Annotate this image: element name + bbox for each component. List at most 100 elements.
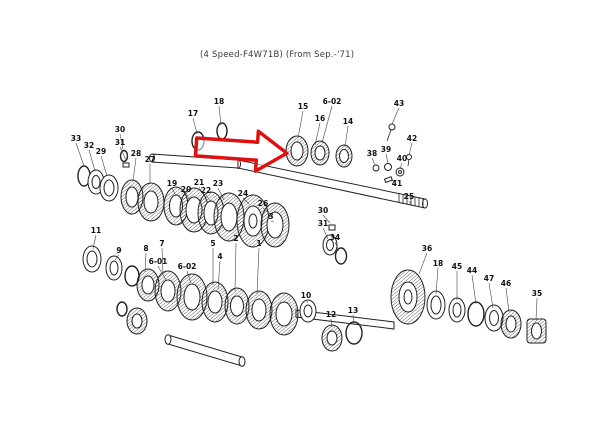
part-number-17: 17 [188, 109, 198, 118]
label-leader-line [390, 179, 398, 182]
label-leader-line [119, 146, 127, 161]
label-leader-line [418, 252, 428, 275]
synchro-ring-gears [285, 135, 353, 168]
label-leader-line [505, 287, 510, 313]
part-number-2: 2 [233, 234, 238, 243]
part-number-44: 44 [467, 266, 477, 275]
part-number-43: 43 [394, 99, 404, 108]
label-leader-line [92, 234, 97, 250]
part-number-28: 28 [131, 149, 141, 158]
part-number-11: 11 [91, 226, 101, 235]
label-leader-line [385, 153, 389, 164]
part-number-21: 21 [194, 178, 204, 187]
part-number-45: 45 [452, 262, 462, 271]
label-leader-line [185, 193, 191, 201]
right-gear-and-rings [390, 269, 522, 339]
label-leader-line [192, 117, 198, 135]
highlight-arrow [193, 129, 289, 173]
part-number-20: 20 [181, 185, 191, 194]
part-number-1: 1 [256, 239, 261, 248]
label-leader-line [218, 105, 222, 126]
label-leader-line [352, 314, 355, 325]
upper-gear-cluster [120, 179, 290, 248]
part-number-25: 25 [404, 192, 414, 201]
label-leader-line [408, 142, 413, 156]
idler-gear-and-rod [116, 301, 246, 367]
label-leader-line [186, 270, 192, 284]
label-leader-line [334, 241, 340, 252]
part-number-12: 12 [326, 310, 336, 319]
label-leader-line [217, 187, 225, 201]
label-leader-line [242, 197, 250, 205]
label-leader-line [344, 125, 349, 148]
label-leader-line [171, 187, 177, 197]
label-leader-line [234, 242, 237, 292]
label-leader-line [88, 149, 96, 172]
part-number-33: 33 [71, 134, 81, 143]
part-number-32: 32 [84, 141, 94, 150]
part-number-16: 16 [315, 114, 325, 123]
label-leader-line [321, 105, 333, 144]
part-number-47: 47 [484, 274, 494, 283]
label-leader-line [297, 110, 304, 139]
label-leader-line [399, 162, 403, 170]
label-leader-line [198, 186, 206, 198]
part-number-29: 29 [96, 147, 106, 156]
part-number-41: 41 [392, 179, 402, 188]
part-number-35: 35 [532, 289, 542, 298]
label-leader-line [471, 274, 477, 305]
label-leader-line [305, 299, 309, 304]
label-leader-line [391, 107, 400, 125]
part-number-22: 22 [201, 186, 211, 195]
part-number-18: 18 [214, 97, 224, 106]
label-leader-line [322, 227, 329, 240]
label-leader-line [217, 260, 221, 290]
small-parts-right [372, 123, 412, 184]
part-number-10: 10 [301, 291, 311, 300]
part-number-14: 14 [343, 117, 353, 126]
label-leader-line [144, 252, 147, 273]
part-number-27: 27 [145, 155, 155, 164]
label-leader-line [119, 133, 124, 150]
part-number-30: 30 [318, 206, 328, 215]
label-leader-line [435, 267, 439, 295]
label-leader-line [161, 247, 164, 275]
locknut [526, 318, 547, 344]
part-number-46: 46 [501, 279, 511, 288]
part-number-6-01: 6-01 [149, 257, 168, 266]
part-number-15: 15 [298, 102, 308, 111]
part-number-6-02: 6-02 [178, 262, 197, 271]
part-number-34: 34 [330, 233, 340, 242]
label-leader-line [330, 318, 333, 328]
label-leader-line [256, 247, 260, 295]
part-number-6-02: 6-02 [323, 97, 342, 106]
label-leader-line [314, 122, 321, 146]
part-number-8: 8 [143, 244, 148, 253]
label-leader-line [262, 207, 269, 213]
center-small-parts [322, 224, 348, 265]
part-number-5: 5 [210, 239, 215, 248]
part-number-4: 4 [217, 252, 222, 261]
part-number-18: 18 [433, 259, 443, 268]
bottom-center-parts [299, 299, 363, 352]
part-number-26: 26 [258, 199, 268, 208]
part-number-39: 39 [381, 145, 391, 154]
part-number-24: 24 [238, 189, 248, 198]
label-leader-line [100, 155, 108, 177]
part-number-23: 23 [213, 179, 223, 188]
label-leader-line [408, 200, 413, 207]
label-leader-line [488, 282, 494, 309]
label-leader-line [270, 220, 275, 223]
part-number-30: 30 [115, 125, 125, 134]
part-number-19: 19 [167, 179, 177, 188]
diagram-title: (4 Speed-F4W71B) (From Sep.-'71) [200, 50, 355, 60]
label-leader-line [371, 157, 376, 166]
part-number-38: 38 [367, 149, 377, 158]
part-number-36: 36 [422, 244, 432, 253]
label-leader-line [205, 194, 212, 203]
part-number-3: 3 [268, 212, 273, 221]
part-number-40: 40 [397, 154, 407, 163]
part-number-7: 7 [159, 239, 164, 248]
